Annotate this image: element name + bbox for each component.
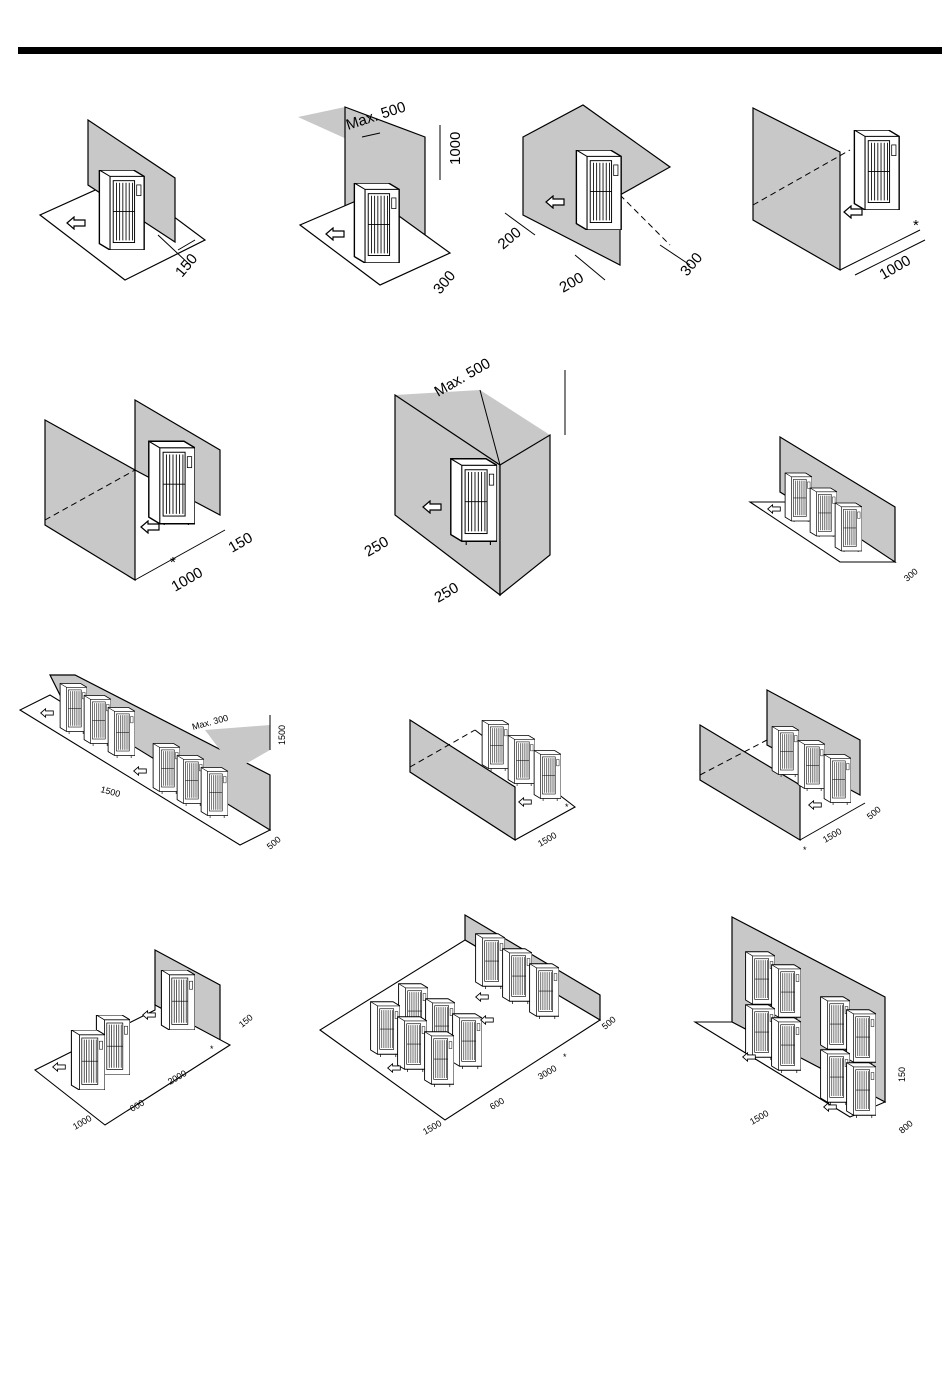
outdoor-unit-icon [371,1002,400,1057]
diagram-panel-3: 200 200 300 [495,95,715,295]
outdoor-unit-icon [821,1050,850,1105]
dim-label: 800 [897,1118,915,1135]
dim-label: * [210,1044,214,1054]
dim-label: * [563,1052,567,1062]
dim-label: 300 [677,249,706,279]
outdoor-unit-icon [847,1010,876,1065]
diagram-panel-12: 500 3000 * 600 1500 [315,910,635,1145]
dim-label: 1500 [748,1108,770,1127]
outdoor-unit-icon [153,744,180,795]
dim-label: 200 [557,269,587,296]
header-rule [18,47,942,54]
outdoor-unit-icon [99,170,144,254]
outdoor-unit-icon [161,970,195,1033]
outdoor-unit-icon [835,503,862,554]
dim-label: 1500 [421,1118,443,1137]
outdoor-unit-icon [482,721,509,772]
dim-label: 1000 [447,132,464,165]
outdoor-unit-icon [530,964,559,1019]
outdoor-unit-icon [508,736,535,787]
outdoor-unit-icon [60,684,87,735]
airflow-arrow-icon [519,798,532,806]
outdoor-unit-icon [453,1014,482,1069]
outdoor-unit-icon [810,488,837,539]
outdoor-unit-icon [201,768,228,819]
outdoor-unit-icon [772,727,799,778]
outdoor-unit-icon [503,949,532,1004]
dim-label: 1000 [71,1113,93,1132]
diagram-panel-9: * 1500 [405,712,600,862]
outdoor-unit-icon [108,708,135,759]
outdoor-unit-icon [847,1063,876,1118]
outdoor-unit-icon [84,696,111,747]
dim-label: 200 [495,224,525,253]
diagram-panel-4: * 1000 [745,100,940,285]
dim-label: * [170,554,176,571]
outdoor-unit-icon [824,755,851,806]
diagram-panel-2: Max. 500 1000 300 [290,95,490,295]
outdoor-unit-icon [798,741,825,792]
dim-label: 500 [600,1014,618,1031]
dim-label: 150 [172,250,201,280]
diagram-panel-5: * 1000 150 [40,395,265,595]
airflow-arrow-icon [141,521,159,533]
dim-label: 150 [226,529,256,556]
dim-label: 250 [362,533,392,560]
dim-label: 600 [488,1096,506,1112]
dim-label: 300 [430,267,459,297]
diagram-panel-10: * 1500 500 [695,685,895,855]
diagram-panel-1: 150 [30,110,230,290]
outdoor-unit-icon [785,473,812,524]
diagram-panel-8: Max. 300 1500 1500 500 [15,670,300,855]
dim-label: 1500 [536,830,558,849]
dim-label: 150 [897,1067,907,1082]
dim-label: 150 [237,1012,255,1029]
diagram-panel-11: 150 * 2000 600 1000 [30,950,265,1145]
outdoor-unit-icon [772,965,801,1020]
outdoor-unit-icon [746,952,775,1007]
dim-label: 1000 [877,252,914,283]
dim-label: 500 [865,804,883,821]
dim-label: 1500 [821,826,843,845]
dim-label: 300 [902,566,920,583]
outdoor-unit-icon [576,150,621,234]
dim-label: 3000 [536,1063,558,1082]
outdoor-unit-icon [354,183,399,267]
outdoor-unit-icon [854,130,899,214]
outdoor-unit-icon [398,1017,427,1072]
dim-label: 1500 [99,784,121,799]
outdoor-unit-icon [425,1032,454,1087]
diagram-panel-6: Max. 500 250 250 [360,355,590,610]
airflow-arrow-icon [809,801,822,809]
outdoor-unit-icon [821,997,850,1052]
airflow-arrow-icon [844,206,862,218]
outdoor-unit-icon [177,756,204,807]
outdoor-unit-icon [149,441,195,528]
dim-label: 1500 [277,725,287,745]
outdoor-unit-icon [451,459,497,546]
outdoor-unit-icon [534,751,561,802]
dim-label: 250 [432,579,462,606]
dim-label: * [913,217,919,234]
dim-label: 500 [265,834,283,851]
outdoor-unit-icon [772,1018,801,1073]
outdoor-unit-icon [746,1005,775,1060]
diagram-panel-13: 150 1500 800 [690,912,925,1142]
outdoor-unit-icon [476,934,505,989]
dim-label: * [803,845,807,855]
outdoor-unit-icon [71,1030,105,1093]
diagram-panel-7: 300 [745,432,925,592]
dim-label: * [565,802,569,812]
